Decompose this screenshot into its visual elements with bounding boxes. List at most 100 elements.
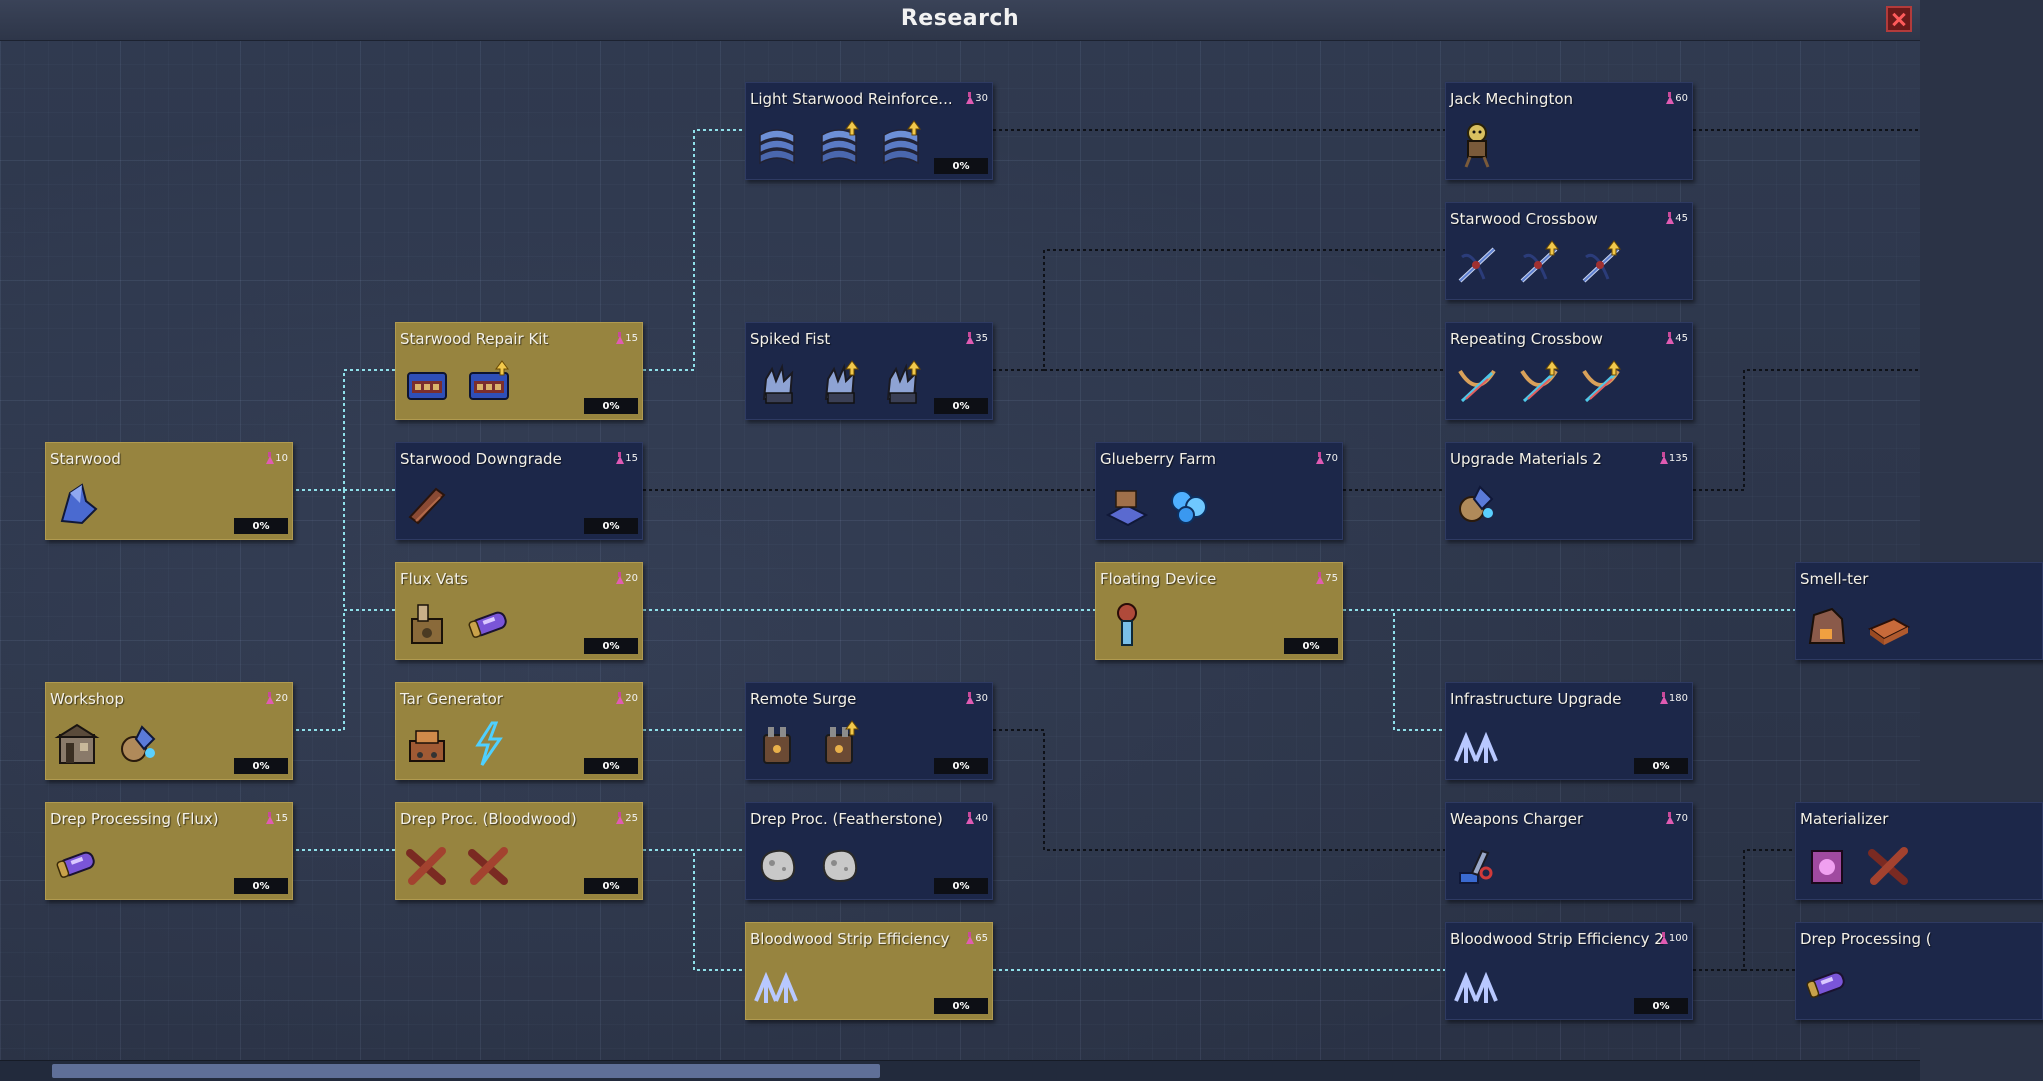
research-rewards	[402, 719, 514, 769]
research-node-smelter[interactable]: Smell-ter	[1795, 562, 2043, 660]
research-node-title: Drep Processing (Flux)	[50, 810, 219, 828]
research-rewards	[1802, 599, 1914, 649]
spiked-fist-upgraded-icon	[886, 360, 921, 404]
research-progress: 0%	[934, 398, 988, 414]
research-node-title: Spiked Fist	[750, 330, 831, 348]
research-node-title: Glueberry Farm	[1100, 450, 1216, 468]
research-node-materializer[interactable]: Materializer	[1795, 802, 2043, 900]
flask-icon	[1659, 692, 1668, 704]
featherstone-rock-icon	[760, 849, 796, 883]
research-cost-value: 15	[625, 332, 638, 344]
research-progress: 0%	[584, 518, 638, 534]
horizontal-scrollbar[interactable]	[0, 1060, 1920, 1081]
connection-lines	[296, 129, 1920, 971]
double-arrow-up-icon	[1454, 971, 1498, 1003]
research-progress: 0%	[584, 638, 638, 654]
research-cost: 45	[1666, 212, 1688, 224]
research-progress: 0%	[1634, 998, 1688, 1014]
workshop-building-icon	[54, 723, 100, 764]
research-node-title: Flux Vats	[400, 570, 468, 588]
research-cost: 60	[1666, 92, 1688, 104]
flask-icon	[616, 572, 625, 584]
research-cost-value: 30	[975, 692, 988, 704]
research-cost: 15	[616, 452, 638, 464]
research-cost-value: 15	[275, 812, 288, 824]
research-node-spiked-fist[interactable]: Spiked Fist 35 0%	[745, 322, 993, 420]
tree-connection	[643, 129, 745, 371]
research-cost-value: 20	[625, 572, 638, 584]
flask-icon	[1666, 332, 1675, 344]
research-rewards	[1452, 959, 1502, 1009]
research-node-title: Materializer	[1800, 810, 1889, 828]
flask-icon	[966, 812, 975, 824]
spiked-fist-upgraded-icon	[824, 360, 859, 404]
research-cost-value: 70	[1325, 452, 1338, 464]
research-cost-value: 45	[1675, 332, 1688, 344]
research-node-title: Starwood Downgrade	[400, 450, 562, 468]
research-cost-value: 30	[975, 92, 988, 104]
research-node-title: Drep Proc. (Bloodwood)	[400, 810, 577, 828]
tree-connection	[1343, 609, 1445, 731]
research-cost-value: 25	[625, 812, 638, 824]
research-progress: 0%	[234, 878, 288, 894]
flux-canister-icon	[1806, 971, 1845, 998]
research-cost: 40	[966, 812, 988, 824]
research-rewards	[1802, 959, 1852, 1009]
wood-planks-icon	[408, 487, 446, 525]
spiked-fist-icon	[762, 363, 794, 404]
research-node-title: Drep Processing (	[1800, 930, 1932, 948]
tar-generator-icon	[409, 730, 445, 762]
research-node-flux-vats[interactable]: Flux Vats 20 0%	[395, 562, 643, 660]
featherstone-rock-icon	[822, 849, 858, 883]
research-progress: 0%	[934, 758, 988, 774]
research-cost: 65	[966, 932, 988, 944]
research-cost-value: 65	[975, 932, 988, 944]
materializer-machine-icon	[1811, 850, 1843, 884]
flask-icon	[1666, 812, 1675, 824]
research-cost-value: 45	[1675, 212, 1688, 224]
research-node-tar-gen[interactable]: Tar Generator 20 0%	[395, 682, 643, 780]
research-cost-value: 20	[625, 692, 638, 704]
remote-surge-device-upgraded-icon	[825, 720, 859, 764]
research-node-drep-proc-cut[interactable]: Drep Processing (	[1795, 922, 2043, 1020]
scrollbar-thumb[interactable]	[52, 1064, 880, 1078]
flux-canister-icon	[468, 611, 507, 638]
copper-ingot-icon	[1867, 617, 1911, 645]
research-cost: 70	[1316, 452, 1338, 464]
research-cost: 35	[966, 332, 988, 344]
research-cost-value: 180	[1668, 692, 1688, 704]
research-cost-value: 100	[1668, 932, 1688, 944]
research-cost: 30	[966, 92, 988, 104]
research-node-glueberry[interactable]: Glueberry Farm 70	[1095, 442, 1343, 540]
bloodwood-strips-icon	[406, 847, 446, 885]
research-node-title: Repeating Crossbow	[1450, 330, 1603, 348]
research-progress: 0%	[234, 518, 288, 534]
research-node-drep-flux[interactable]: Drep Processing (Flux) 15 0%	[45, 802, 293, 900]
research-node-rep-crossbow[interactable]: Repeating Crossbow 45	[1445, 322, 1693, 420]
flask-icon	[616, 452, 625, 464]
research-node-title: Workshop	[50, 690, 125, 708]
research-progress: 0%	[584, 758, 638, 774]
armor-plate-upgraded-icon	[883, 120, 921, 165]
research-node-downgrade[interactable]: Starwood Downgrade 15 0%	[395, 442, 643, 540]
close-button[interactable]	[1886, 6, 1912, 32]
research-rewards	[1802, 839, 1914, 889]
lightning-bolt-icon	[475, 721, 503, 766]
research-node-title: Tar Generator	[400, 690, 503, 708]
